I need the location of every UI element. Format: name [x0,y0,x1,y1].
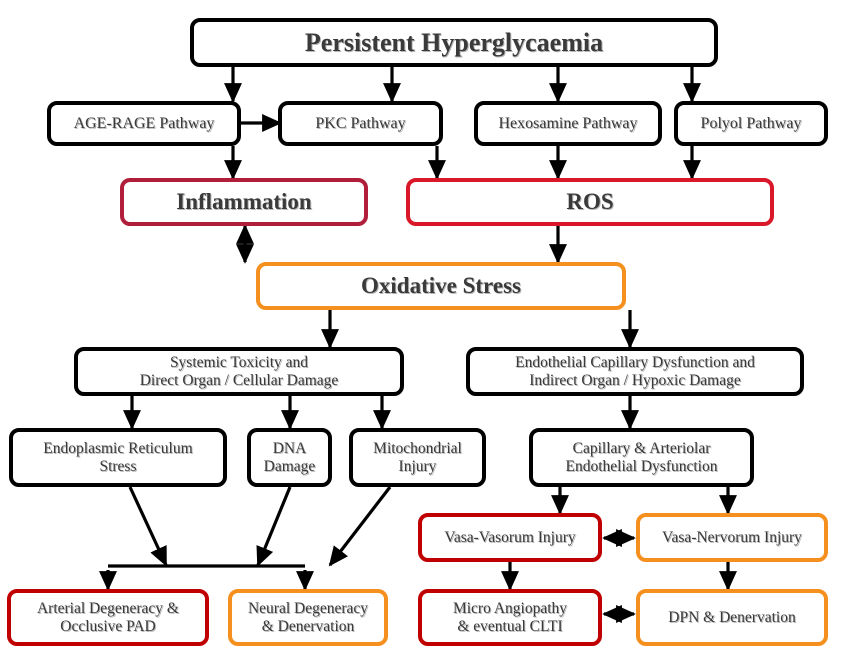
node-label: Persistent Hyperglycaemia [304,27,604,57]
node-label-line2: & eventual CLTI [457,617,563,635]
node-mitochondrial-injury[interactable]: Mitochondrial Injury [349,428,486,487]
node-oxidative-stress[interactable]: Oxidative Stress [256,262,626,310]
node-inflammation[interactable]: Inflammation [120,178,368,226]
node-label: Hexosamine Pathway [498,114,638,132]
node-label-line1: Endothelial Capillary Dysfunction and [515,354,755,372]
node-label-line2: Stress [99,457,137,475]
node-label-line1: Capillary & Arteriolar [572,440,711,458]
node-label-line2: Direct Organ / Cellular Damage [139,371,339,389]
node-pkc-pathway[interactable]: PKC Pathway [278,101,443,146]
node-hexosamine-pathway[interactable]: Hexosamine Pathway [474,101,662,146]
node-label-line2: Injury [398,457,437,475]
node-label: DPN & Denervation [668,608,796,626]
node-vasa-nervorum-injury[interactable]: Vasa-Nervorum Injury [636,513,828,562]
node-systemic-toxicity[interactable]: Systemic Toxicity and Direct Organ / Cel… [74,347,404,396]
node-arterial-degeneracy-occlusive-pad[interactable]: Arterial Degeneracy & Occlusive PAD [7,589,209,646]
node-endothelial-capillary-dysfunction[interactable]: Endothelial Capillary Dysfunction and In… [466,347,804,396]
node-label: Vasa-Vasorum Injury [444,528,576,546]
node-label: Inflammation [176,189,312,215]
node-neural-degeneracy-denervation[interactable]: Neural Degeneracy & Denervation [228,589,388,646]
node-label-line1: Arterial Degeneracy & [36,600,179,618]
node-capillary-arteriolar-endothelial-dysfunction[interactable]: Capillary & Arteriolar Endothelial Dysfu… [529,428,754,487]
node-label-line1: Neural Degeneracy [247,600,369,618]
node-label-line1: Systemic Toxicity and [169,354,309,372]
node-ros[interactable]: ROS [406,178,774,226]
node-endoplasmic-reticulum-stress[interactable]: Endoplasmic Reticulum Stress [9,428,227,487]
node-label: AGE-RAGE Pathway [73,114,215,132]
node-label-line2: Damage [263,457,316,475]
node-label: Polyol Pathway [700,114,802,132]
node-label-line1: Mitochondrial [373,440,462,458]
node-micro-angiopathy-clti[interactable]: Micro Angiopathy & eventual CLTI [418,589,602,646]
node-persistent-hyperglycaemia[interactable]: Persistent Hyperglycaemia [190,18,718,67]
node-polyol-pathway[interactable]: Polyol Pathway [674,101,828,146]
node-label-line2: Endothelial Dysfunction [565,457,718,475]
node-label-line2: Indirect Organ / Hypoxic Damage [529,371,741,389]
node-age-rage-pathway[interactable]: AGE-RAGE Pathway [47,101,241,146]
node-label-line1: DNA [272,440,307,458]
node-label-line2: & Denervation [261,617,355,635]
node-dpn-denervation[interactable]: DPN & Denervation [636,589,828,646]
node-label: Vasa-Nervorum Injury [662,528,802,546]
node-label-line1: Micro Angiopathy [452,600,568,618]
node-label-line1: Endoplasmic Reticulum [43,440,193,458]
node-label: Oxidative Stress [361,273,521,299]
node-label-line2: Occlusive PAD [60,617,156,635]
node-label: ROS [566,189,614,215]
node-vasa-vasorum-injury[interactable]: Vasa-Vasorum Injury [418,513,602,562]
node-dna-damage[interactable]: DNA Damage [247,428,332,487]
node-label: PKC Pathway [315,114,406,132]
